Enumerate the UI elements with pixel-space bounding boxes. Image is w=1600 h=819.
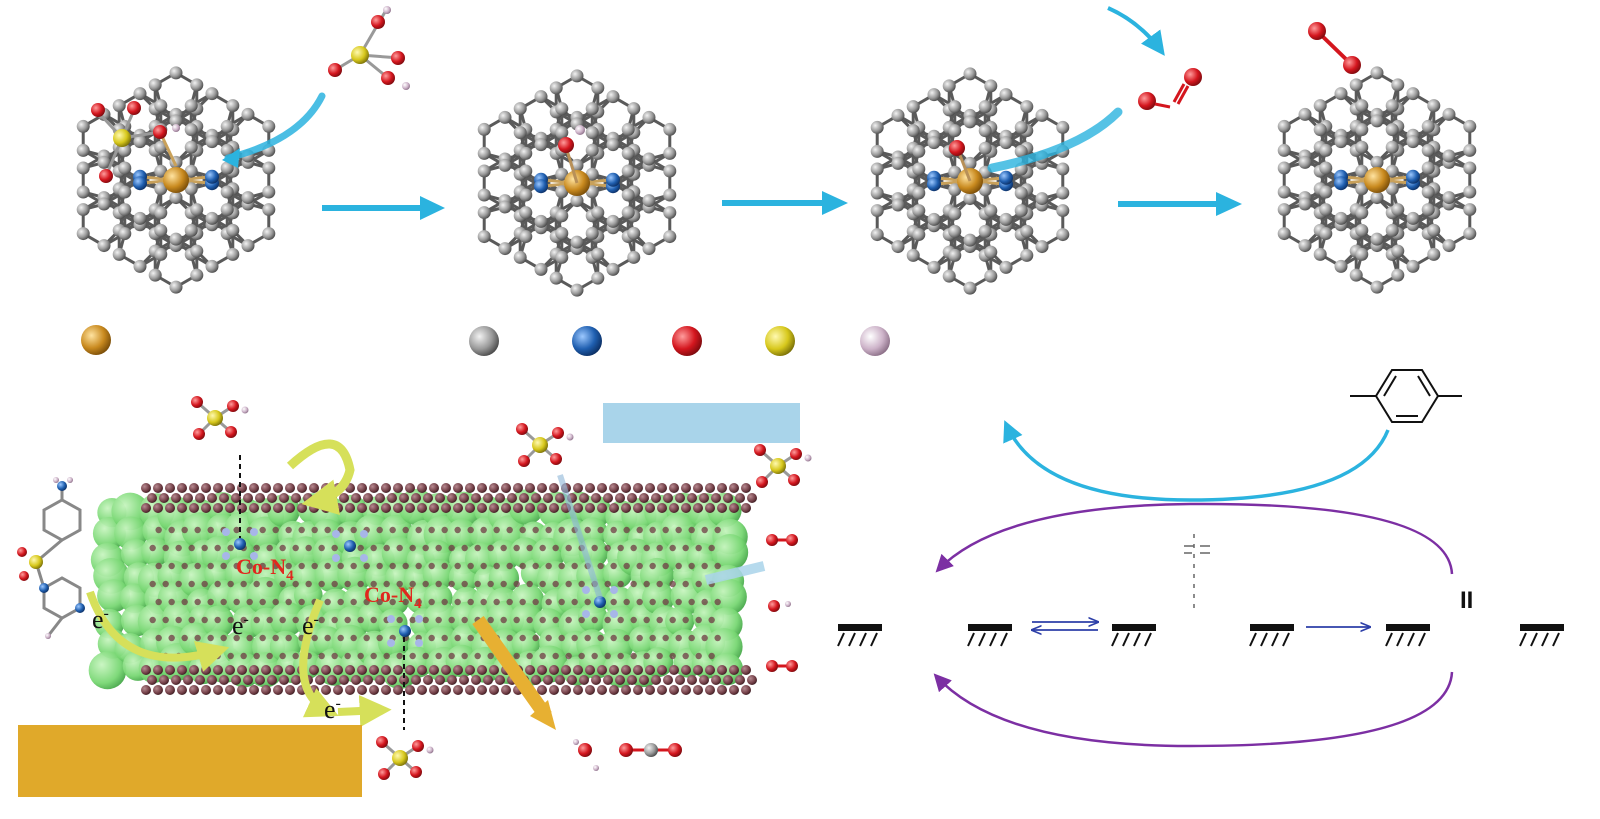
tube-wall-bottom: [141, 665, 757, 695]
co-n4-site-3: [387, 615, 423, 647]
gold-label-box: [18, 725, 362, 797]
panel-4-structure: [1277, 22, 1477, 294]
step-arrow-1-head: [420, 196, 445, 220]
panel-1-structure: [76, 6, 410, 294]
electron-transfer-arrow-2: [286, 439, 355, 516]
purple-upper-arrow: [935, 502, 1454, 575]
blue-label-box: [603, 403, 800, 443]
bisulfate-molecules: [191, 396, 812, 780]
adsorption-arrow: [224, 92, 326, 162]
legend-n-sphere: [572, 326, 602, 356]
adsorption-arrow-head: [222, 148, 240, 168]
co-n4-label-2: Co-N4: [364, 582, 422, 612]
co-n4-label-1: Co-N4: [236, 554, 294, 584]
electron-label-3: e-: [302, 611, 319, 640]
electron-transfer-arrow-3: [299, 598, 339, 718]
legend-h-sphere: [860, 326, 890, 356]
side-flow-arrow: [704, 561, 766, 585]
cn4-lattice: [1277, 66, 1477, 294]
o2-molecule: [1308, 22, 1361, 74]
pathway-marker: II: [1460, 587, 1473, 614]
cn4-lattice: [76, 66, 276, 294]
co-n4-site-1: [222, 528, 258, 560]
panel-2-structure: [477, 69, 677, 297]
cn4-lattice: [477, 69, 677, 297]
legend: [81, 325, 890, 356]
electron-transfer-arrow-1: [86, 590, 230, 672]
nanotube-schematic: Co-N4 Co-N4 e- e- e-: [17, 396, 812, 797]
purple-lower-arrow: [933, 671, 1454, 748]
product-flow-arrow: [472, 615, 552, 721]
oh-adsorbate: [558, 125, 585, 184]
mechanism-scheme: II: [837, 369, 1564, 748]
o-adsorbate: [949, 140, 972, 182]
electron-label-2: e-: [232, 611, 249, 640]
legend-s-sphere: [765, 326, 795, 356]
equilibrium-arrow: [1032, 622, 1098, 630]
incoming-arrow: [1107, 6, 1165, 56]
dashed-intermediate: [1184, 534, 1210, 608]
product-flow-arrow-head: [530, 700, 556, 730]
electron-label-1: e-: [92, 605, 109, 634]
binding-dash-3: [557, 474, 603, 599]
o2-release-swoosh: [987, 107, 1123, 173]
oxygen-fragments: [1138, 68, 1202, 110]
step-arrow-2-head: [822, 191, 848, 215]
para-xylene-structure: [1350, 369, 1462, 423]
product-molecules: [573, 534, 798, 771]
hso4-adsorbate: [91, 101, 180, 183]
hso4-free-molecule: [328, 6, 410, 90]
sulfonamide-molecule: [17, 477, 85, 639]
step-arrow-3-head: [1216, 192, 1242, 216]
legend-co-sphere: [81, 325, 111, 355]
surface-sites: [837, 624, 1564, 647]
co-n4-site-4: [582, 586, 618, 618]
cyan-pathway-arrow: [1003, 420, 1390, 502]
legend-o-sphere: [672, 326, 702, 356]
tube-wall-top: [141, 483, 757, 513]
legend-c-sphere: [469, 326, 499, 356]
electron-transfer-arrow-4: [337, 695, 392, 728]
electron-label-4: e-: [324, 695, 341, 724]
panel-3-structure: [870, 6, 1202, 295]
co-n4-site-2: [332, 530, 368, 562]
